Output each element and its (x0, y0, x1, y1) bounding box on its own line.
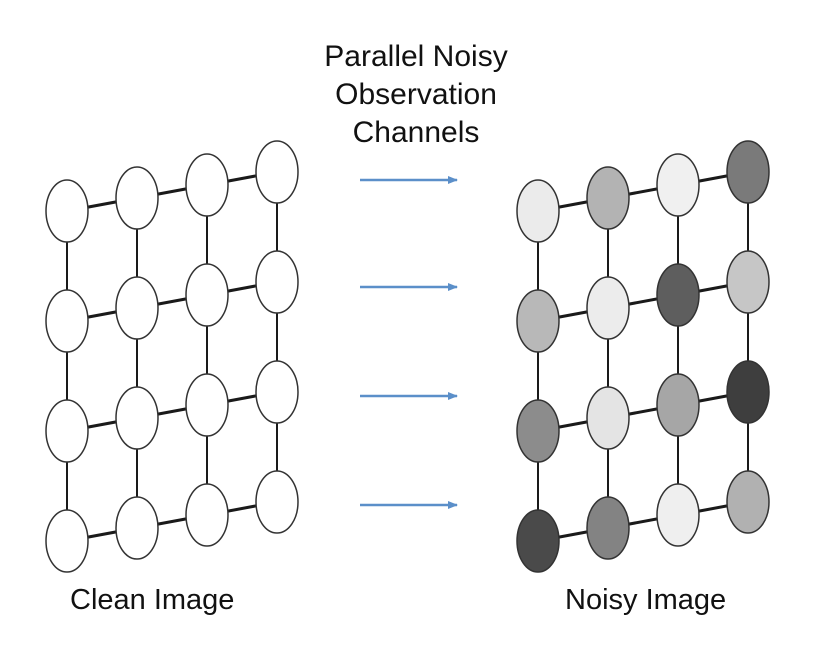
noisy-image-grid (516, 140, 770, 573)
clean-node-3-2 (185, 483, 229, 547)
clean-node-1-0 (45, 289, 89, 353)
clean-node-3-3 (255, 470, 299, 534)
clean-node-0-1 (115, 166, 159, 230)
noisy-node-2-0 (516, 399, 560, 463)
title-line-3: Channels (352, 116, 480, 149)
clean-node-1-1 (115, 276, 159, 340)
noisy-node-1-3 (726, 250, 770, 314)
noisy-node-3-0 (516, 509, 560, 573)
noisy-node-2-1 (586, 386, 630, 450)
noisy-node-0-0 (516, 179, 560, 243)
title-line-2: Observation (335, 78, 497, 111)
title-line-1: Parallel Noisy (324, 40, 508, 73)
noisy-node-0-2 (656, 153, 700, 217)
clean-node-1-2 (185, 263, 229, 327)
noisy-node-3-1 (586, 496, 630, 560)
clean-image-label: Clean Image (70, 584, 235, 616)
noisy-node-1-0 (516, 289, 560, 353)
clean-node-3-0 (45, 509, 89, 573)
noisy-node-0-1 (586, 166, 630, 230)
noisy-node-2-2 (656, 373, 700, 437)
noisy-node-0-3 (726, 140, 770, 204)
noisy-node-2-3 (726, 360, 770, 424)
clean-node-1-3 (255, 250, 299, 314)
diagram-title: Parallel Noisy Observation Channels (260, 38, 572, 152)
noisy-image-label: Noisy Image (565, 584, 727, 616)
noisy-node-3-2 (656, 483, 700, 547)
clean-node-0-3 (255, 140, 299, 204)
clean-node-2-2 (185, 373, 229, 437)
noisy-node-1-1 (586, 276, 630, 340)
noisy-node-3-3 (726, 470, 770, 534)
clean-node-3-1 (115, 496, 159, 560)
noisy-node-1-2 (656, 263, 700, 327)
clean-node-0-0 (45, 179, 89, 243)
clean-node-0-2 (185, 153, 229, 217)
clean-node-2-3 (255, 360, 299, 424)
clean-node-2-1 (115, 386, 159, 450)
channel-arrows (360, 176, 458, 509)
clean-node-2-0 (45, 399, 89, 463)
clean-image-grid (45, 140, 299, 573)
